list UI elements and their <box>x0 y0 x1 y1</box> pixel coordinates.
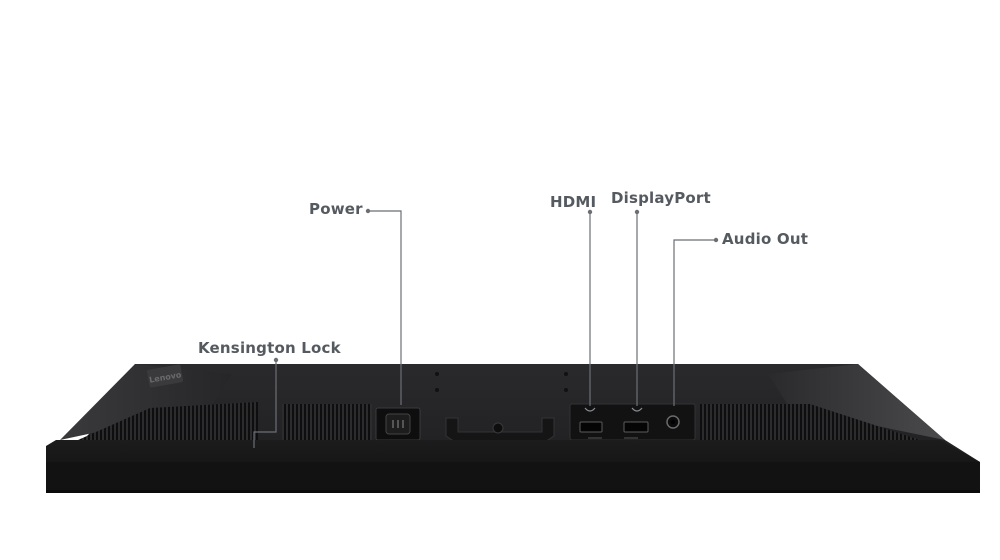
right-vent-grille <box>700 404 920 440</box>
hdmi-port <box>579 421 603 433</box>
power-label: Power <box>309 200 363 218</box>
kensington-leader-line <box>253 360 277 448</box>
monitor-left-chamfer <box>60 364 232 440</box>
callout-dots <box>273 208 719 363</box>
io-panel <box>569 403 696 441</box>
audio-out-label: Audio Out <box>722 230 809 248</box>
power-port <box>375 407 421 441</box>
displayport-label: DisplayPort <box>611 189 711 207</box>
kensington-lock-label: Kensington Lock <box>198 339 341 357</box>
vesa-screw-holes <box>435 372 568 392</box>
port-end-markers <box>584 407 643 412</box>
audio-out-leader-line <box>673 239 716 406</box>
callout-leader-lines <box>253 210 716 448</box>
left-vent-grille <box>78 402 258 440</box>
lenovo-logo: Lenovo <box>147 364 183 388</box>
center-left-vent-grille <box>282 404 372 440</box>
monitor-right-chamfer <box>768 364 945 440</box>
power-leader-line <box>368 210 402 405</box>
hdmi-label: HDMI <box>550 193 597 211</box>
displayport-port <box>623 421 649 433</box>
